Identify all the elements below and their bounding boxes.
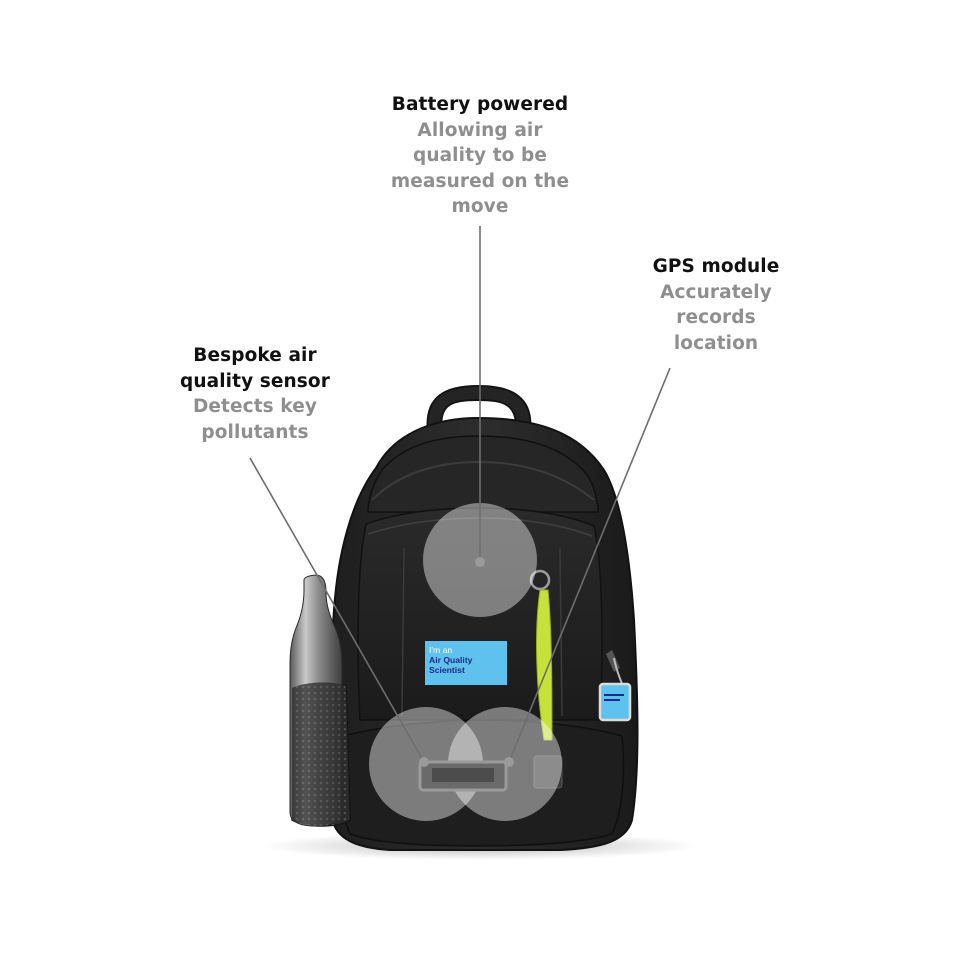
pocket-seam-left bbox=[401, 547, 405, 717]
battery-desc-line-4: move bbox=[451, 196, 509, 217]
reflective-patch bbox=[533, 755, 563, 789]
badge-line-2: Air Quality bbox=[429, 655, 473, 665]
battery-desc-line-2: quality to be bbox=[412, 145, 547, 166]
gps-callout: GPS module Accurately records location bbox=[630, 254, 802, 356]
gps-leader-dot bbox=[504, 757, 514, 767]
scientist-badge-text: I'm an Air Quality Scientist bbox=[429, 645, 499, 675]
battery-callout: Battery powered Allowing air quality to … bbox=[380, 92, 580, 220]
badge-line-3: Scientist bbox=[429, 665, 465, 675]
sensor-heading-line-1: Bespoke air bbox=[193, 345, 317, 366]
luggage-tag bbox=[598, 682, 632, 722]
battery-heading: Battery powered bbox=[391, 94, 569, 115]
battery-leader-dot bbox=[475, 557, 485, 567]
gps-desc-line-2: records bbox=[676, 307, 756, 328]
pocket-seam-right bbox=[559, 547, 563, 717]
sensor-callout: Bespoke air quality sensor Detects key p… bbox=[160, 343, 350, 445]
sensor-heading-line-2: quality sensor bbox=[180, 370, 330, 392]
battery-desc-line-3: measured on the bbox=[390, 170, 570, 192]
sensor-leader-dot bbox=[419, 757, 429, 767]
scientist-badge bbox=[425, 641, 507, 685]
gps-desc-line-3: location bbox=[673, 332, 759, 354]
top-compartment bbox=[367, 435, 599, 513]
battery-desc-line-1: Allowing air bbox=[417, 119, 543, 141]
reflector-strip bbox=[536, 589, 553, 741]
sensor-desc-line-2: pollutants bbox=[201, 421, 309, 443]
sensor-desc-line-1: Detects key bbox=[192, 396, 318, 417]
top-zipper bbox=[371, 460, 595, 501]
sensor-leader-line bbox=[249, 457, 425, 763]
gps-heading: GPS module bbox=[652, 256, 780, 277]
gps-leader-line bbox=[508, 367, 671, 763]
badge-line-1: I'm an bbox=[429, 645, 453, 655]
gps-desc-line-1: Accurately bbox=[660, 281, 772, 303]
keyring bbox=[529, 569, 551, 591]
